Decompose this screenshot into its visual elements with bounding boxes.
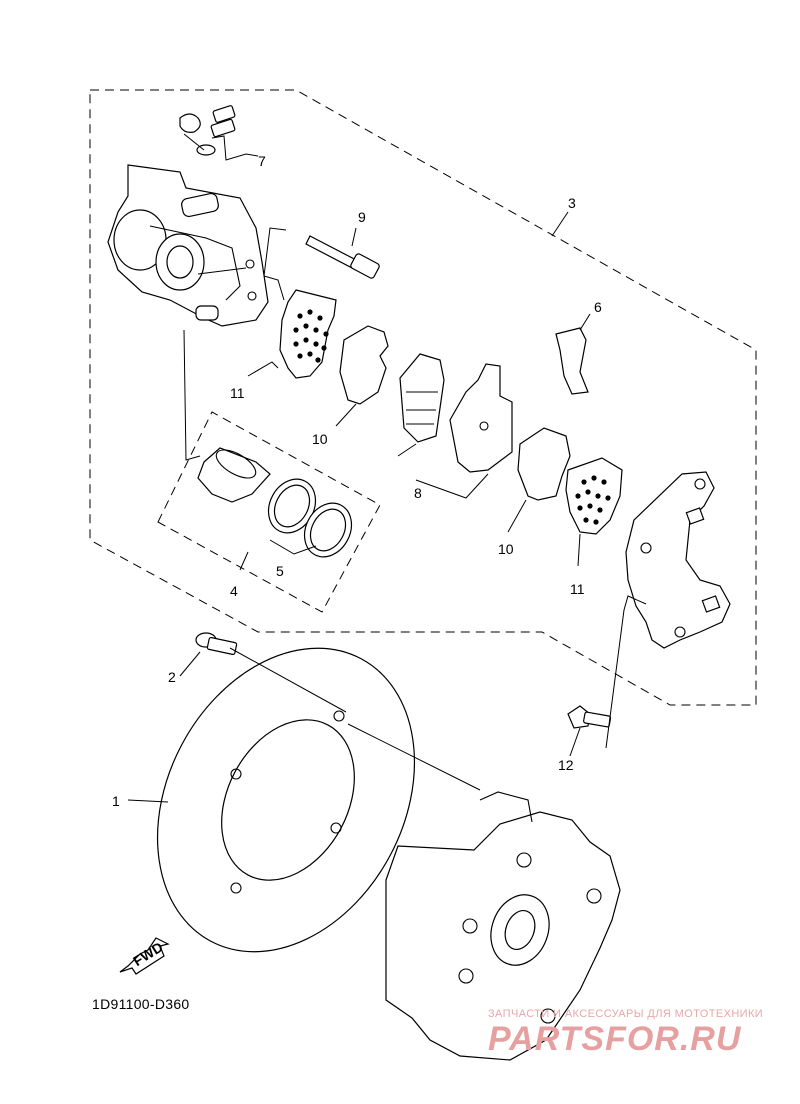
pad-plate-right	[517, 427, 571, 501]
fwd-arrow: FWD	[119, 937, 170, 975]
label-part-1: 1	[112, 793, 120, 809]
brake-pad-outer	[399, 353, 445, 443]
piston-seals	[267, 478, 353, 558]
label-part-4: 4	[230, 583, 238, 599]
label-part-11-right: 11	[570, 581, 585, 597]
pad-spring	[555, 327, 589, 395]
label-part-12: 12	[558, 757, 574, 773]
slide-pin	[305, 235, 380, 279]
pad-shim-left	[279, 289, 337, 379]
label-part-7: 7	[258, 153, 266, 169]
label-part-5: 5	[276, 563, 284, 579]
brake-disc	[156, 647, 416, 953]
label-part-2: 2	[168, 669, 176, 685]
pad-plate-left	[339, 325, 389, 405]
bracket-bolt	[567, 705, 612, 729]
disc-bolt	[195, 632, 238, 656]
label-part-10-left: 10	[312, 431, 328, 447]
piston	[197, 447, 271, 503]
caliper-assembly-boundary	[89, 89, 757, 706]
label-part-10-right: 10	[498, 541, 514, 557]
diagram-code: 1D91100-D360	[92, 996, 190, 1012]
caliper-body	[107, 164, 269, 327]
caliper-bracket	[625, 471, 731, 649]
pad-shim-right	[565, 457, 623, 535]
piston-kit-boundary	[157, 411, 381, 613]
label-part-11-left: 11	[230, 385, 245, 401]
label-part-3: 3	[568, 195, 576, 211]
watermark-tagline: ЗАПЧАСТИ И АКСЕССУАРЫ ДЛЯ МОТОТЕХНИКИ	[488, 1008, 764, 1020]
label-part-9: 9	[358, 209, 366, 225]
watermark-logo: PARTSFOR.RU	[488, 1020, 742, 1058]
label-part-8: 8	[414, 485, 422, 501]
wheel-hub	[385, 791, 621, 1061]
label-part-6: 6	[594, 299, 602, 315]
bleed-screw	[179, 105, 236, 156]
leader-lines	[127, 133, 647, 803]
brake-pad-inner	[449, 363, 513, 473]
